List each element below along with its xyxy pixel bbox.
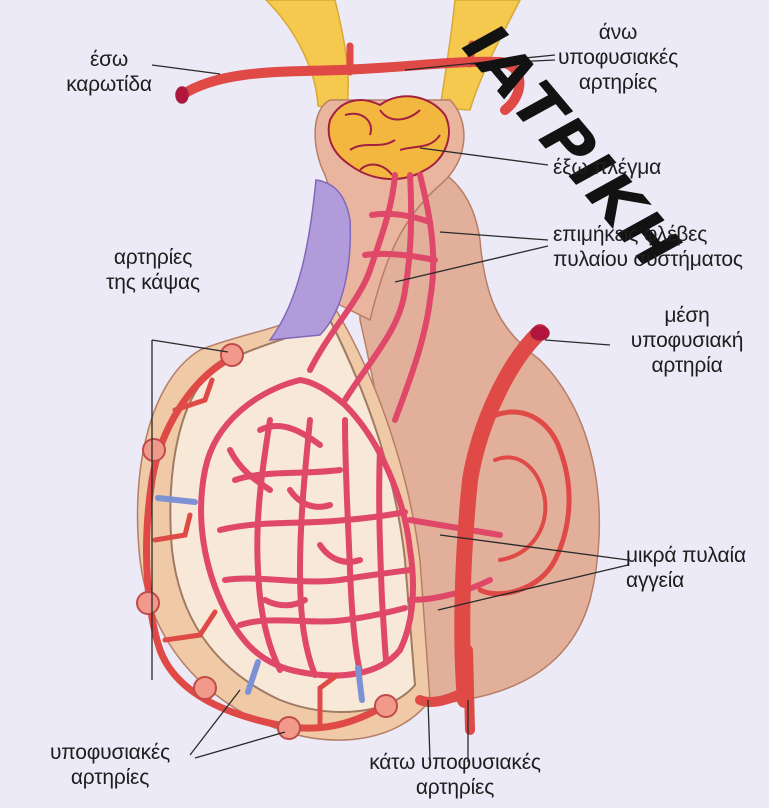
leader-mesi (545, 340, 610, 345)
carotid-cut-end (176, 87, 188, 103)
artery-node (278, 717, 300, 739)
leader-ypofysiakes-2 (195, 732, 285, 758)
label-exo-plegma: έξω πλέγμα (553, 155, 661, 180)
label-kato-artiries: κάτω υποφυσιακές αρτηρίες (355, 750, 555, 800)
label-mesi-artiria: μέση υποφυσιακή αρτηρία (612, 303, 762, 378)
pituitary-gland (138, 100, 600, 740)
leader-ypofysiakes (190, 690, 240, 755)
label-artiries-kapsas: αρτηρίες της κάψας (78, 245, 228, 295)
middle-artery-cut-end (531, 326, 549, 340)
artery-node (194, 677, 216, 699)
artery-node (137, 592, 159, 614)
artery-node (375, 695, 397, 717)
vein-stub (158, 498, 195, 502)
label-ano-arteries: άνω υποφυσιακές αρτηρίες (548, 20, 688, 95)
artery-node (143, 439, 165, 461)
artery-node (221, 344, 243, 366)
label-ypofysiakes-artiries: υποφυσιακές αρτηρίες (35, 740, 185, 790)
vein-stub (358, 668, 362, 700)
label-mikra-pylaia: μικρά πυλαία αγγεία (626, 543, 746, 593)
label-eso-karotida: έσω καρωτίδα (54, 47, 164, 97)
label-epimikeis-fleves: επιμήκεις φλέβες πυλαίου συστήματος (553, 222, 743, 272)
